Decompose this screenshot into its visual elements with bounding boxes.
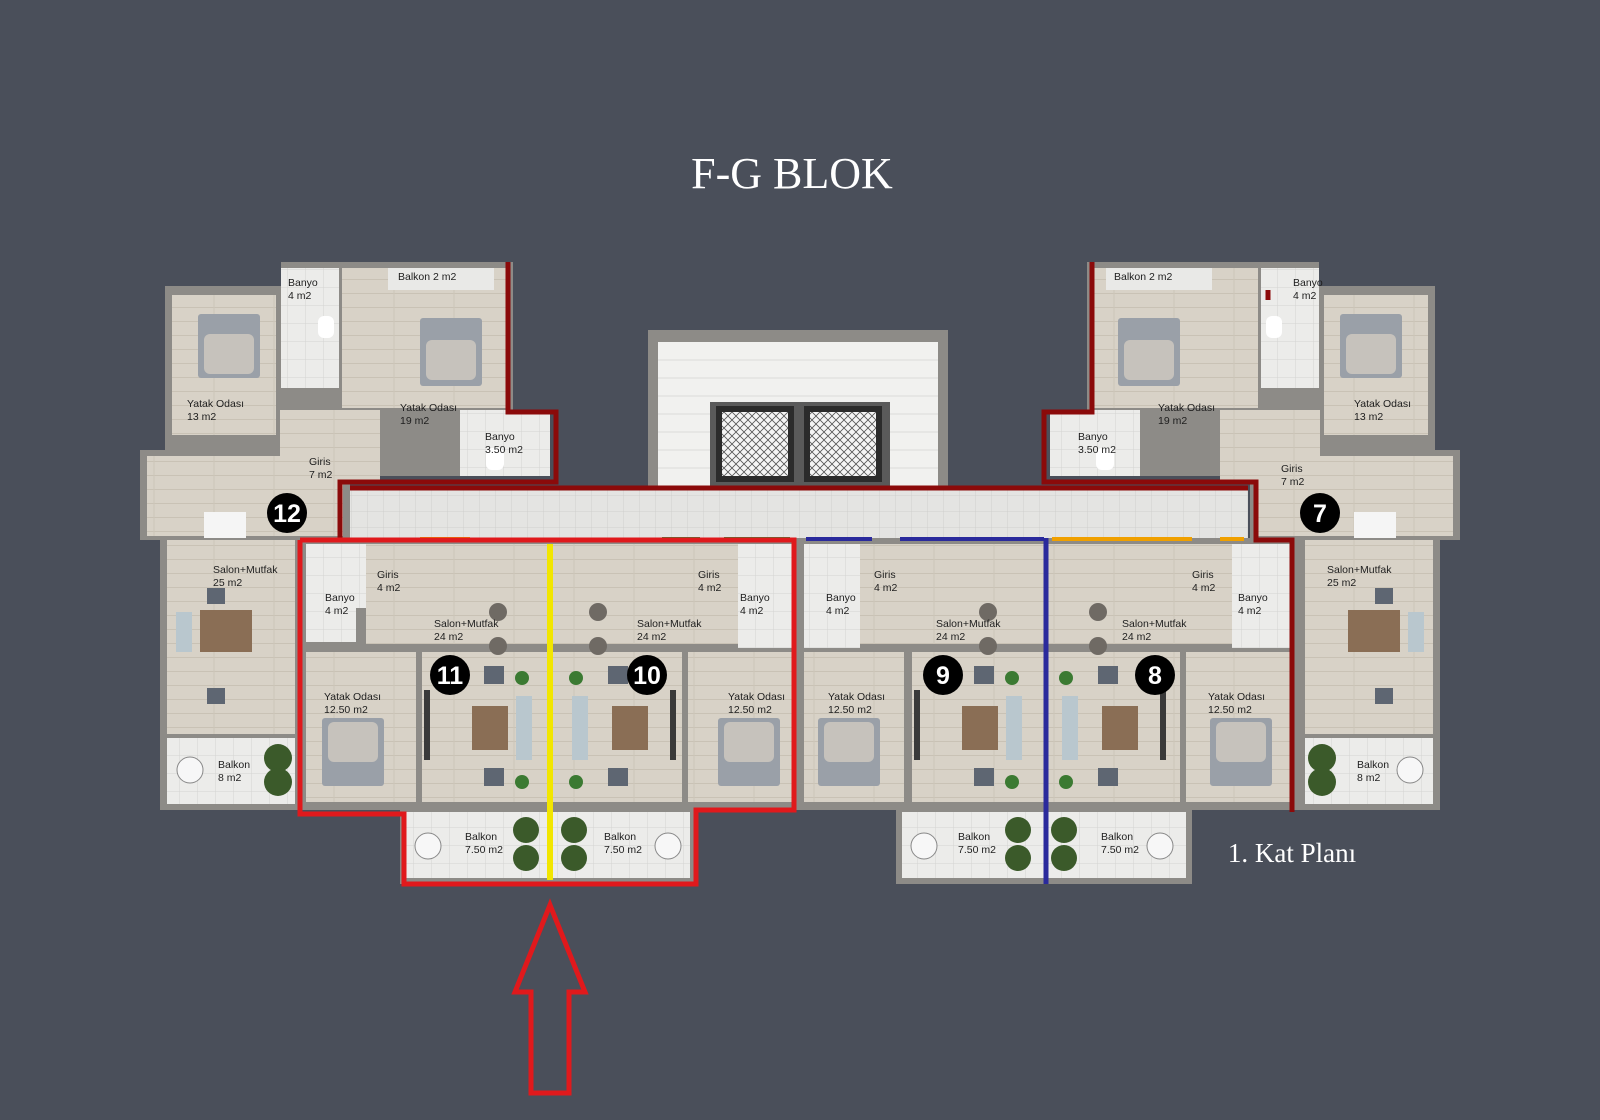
room-label: 13 m2 bbox=[1354, 411, 1383, 423]
room-label: Yatak Odası bbox=[828, 691, 885, 703]
unit-7-plan bbox=[1050, 262, 1460, 810]
room-label: 7 m2 bbox=[309, 469, 333, 481]
room-label: 3.50 m2 bbox=[485, 444, 523, 456]
floor-plan-subtitle: 1. Kat Planı bbox=[1228, 838, 1356, 868]
room-label: Salon+Mutfak bbox=[213, 564, 278, 576]
unit-number: 8 bbox=[1148, 662, 1162, 690]
room-label: 24 m2 bbox=[434, 631, 463, 643]
room-label: 12.50 m2 bbox=[728, 704, 772, 716]
room-label: 24 m2 bbox=[637, 631, 666, 643]
room-label: 7.50 m2 bbox=[1101, 844, 1139, 856]
room-label: Banyo bbox=[1293, 277, 1323, 289]
room-label: Yatak Odası bbox=[1354, 398, 1411, 410]
room-label: Giris bbox=[377, 569, 399, 581]
room-label: 12.50 m2 bbox=[828, 704, 872, 716]
room-label: 4 m2 bbox=[325, 605, 349, 617]
corridor bbox=[348, 488, 1248, 538]
room-label: Yatak Odası bbox=[324, 691, 381, 703]
unit-number: 9 bbox=[936, 662, 950, 690]
room-label: Balkon bbox=[465, 831, 497, 843]
room-label: 7.50 m2 bbox=[604, 844, 642, 856]
room-label: Giris bbox=[1192, 569, 1214, 581]
room-label: 4 m2 bbox=[698, 582, 722, 594]
unit-number: 7 bbox=[1313, 500, 1327, 528]
room-label: 4 m2 bbox=[740, 605, 764, 617]
room-label: Yatak Odası bbox=[1208, 691, 1265, 703]
unit-number-badge: 7 bbox=[1300, 493, 1340, 533]
room-label: 3.50 m2 bbox=[1078, 444, 1116, 456]
arrow-up-icon bbox=[511, 898, 589, 1096]
room-label: Giris bbox=[874, 569, 896, 581]
room-label: Banyo bbox=[1078, 431, 1108, 443]
room-label: 4 m2 bbox=[377, 582, 401, 594]
room-label: Banyo bbox=[1238, 592, 1268, 604]
room-label: Balkon 2 m2 bbox=[398, 271, 457, 283]
room-label: Salon+Mutfak bbox=[1327, 564, 1392, 576]
room-label: 12.50 m2 bbox=[1208, 704, 1252, 716]
room-label: Balkon 2 m2 bbox=[1114, 271, 1173, 283]
room-label: Balkon bbox=[958, 831, 990, 843]
unit-number: 11 bbox=[437, 662, 464, 690]
highlight-outline bbox=[297, 537, 797, 887]
room-label: Salon+Mutfak bbox=[936, 618, 1001, 630]
stair-core bbox=[648, 330, 948, 490]
room-label: 8 m2 bbox=[218, 772, 242, 784]
room-label: 19 m2 bbox=[1158, 415, 1187, 427]
room-label: 4 m2 bbox=[874, 582, 898, 594]
unit-12-plan bbox=[140, 262, 550, 810]
unit-number: 12 bbox=[273, 500, 301, 528]
unit-markers: 12 11 10 9 8 7 bbox=[267, 493, 1340, 695]
room-label: 24 m2 bbox=[1122, 631, 1151, 643]
unit-number-badge: 10 bbox=[627, 655, 667, 695]
room-label: Yatak Odası bbox=[728, 691, 785, 703]
room-label: Yatak Odası bbox=[187, 398, 244, 410]
room-label: Banyo bbox=[740, 592, 770, 604]
room-label: Salon+Mutfak bbox=[1122, 618, 1187, 630]
room-label: 4 m2 bbox=[1293, 290, 1317, 302]
room-label: 7 m2 bbox=[1281, 476, 1305, 488]
room-label: Salon+Mutfak bbox=[434, 618, 499, 630]
room-label: Balkon bbox=[218, 759, 250, 771]
room-label: 25 m2 bbox=[213, 577, 242, 589]
room-label: 7.50 m2 bbox=[958, 844, 996, 856]
room-label: Banyo bbox=[288, 277, 318, 289]
room-label: Banyo bbox=[325, 592, 355, 604]
room-label: Yatak Odası bbox=[400, 402, 457, 414]
room-label: 24 m2 bbox=[936, 631, 965, 643]
room-label: 4 m2 bbox=[826, 605, 850, 617]
room-label: 8 m2 bbox=[1357, 772, 1381, 784]
room-label: Balkon bbox=[1357, 759, 1389, 771]
room-label: Banyo bbox=[826, 592, 856, 604]
unit-number-badge: 9 bbox=[923, 655, 963, 695]
page-title: F-G BLOK bbox=[691, 149, 893, 198]
unit-border-lines bbox=[337, 262, 1295, 812]
unit-number: 10 bbox=[633, 662, 661, 690]
room-label: 4 m2 bbox=[1238, 605, 1262, 617]
room-label: Giris bbox=[309, 456, 331, 468]
room-label: 13 m2 bbox=[187, 411, 216, 423]
room-label: Balkon bbox=[604, 831, 636, 843]
room-label: Yatak Odası bbox=[1158, 402, 1215, 414]
room-label: Banyo bbox=[485, 431, 515, 443]
room-label: 7.50 m2 bbox=[465, 844, 503, 856]
room-label: 19 m2 bbox=[400, 415, 429, 427]
unit-number-badge: 12 bbox=[267, 493, 307, 533]
unit-number-badge: 11 bbox=[430, 655, 470, 695]
room-label: 4 m2 bbox=[1192, 582, 1216, 594]
room-label: 4 m2 bbox=[288, 290, 312, 302]
room-label: Giris bbox=[1281, 463, 1303, 475]
room-label: Salon+Mutfak bbox=[637, 618, 702, 630]
room-label: 25 m2 bbox=[1327, 577, 1356, 589]
room-label: Balkon bbox=[1101, 831, 1133, 843]
room-label: Giris bbox=[698, 569, 720, 581]
middle-units-plan bbox=[300, 538, 1300, 884]
room-label: 12.50 m2 bbox=[324, 704, 368, 716]
unit-number-badge: 8 bbox=[1135, 655, 1175, 695]
